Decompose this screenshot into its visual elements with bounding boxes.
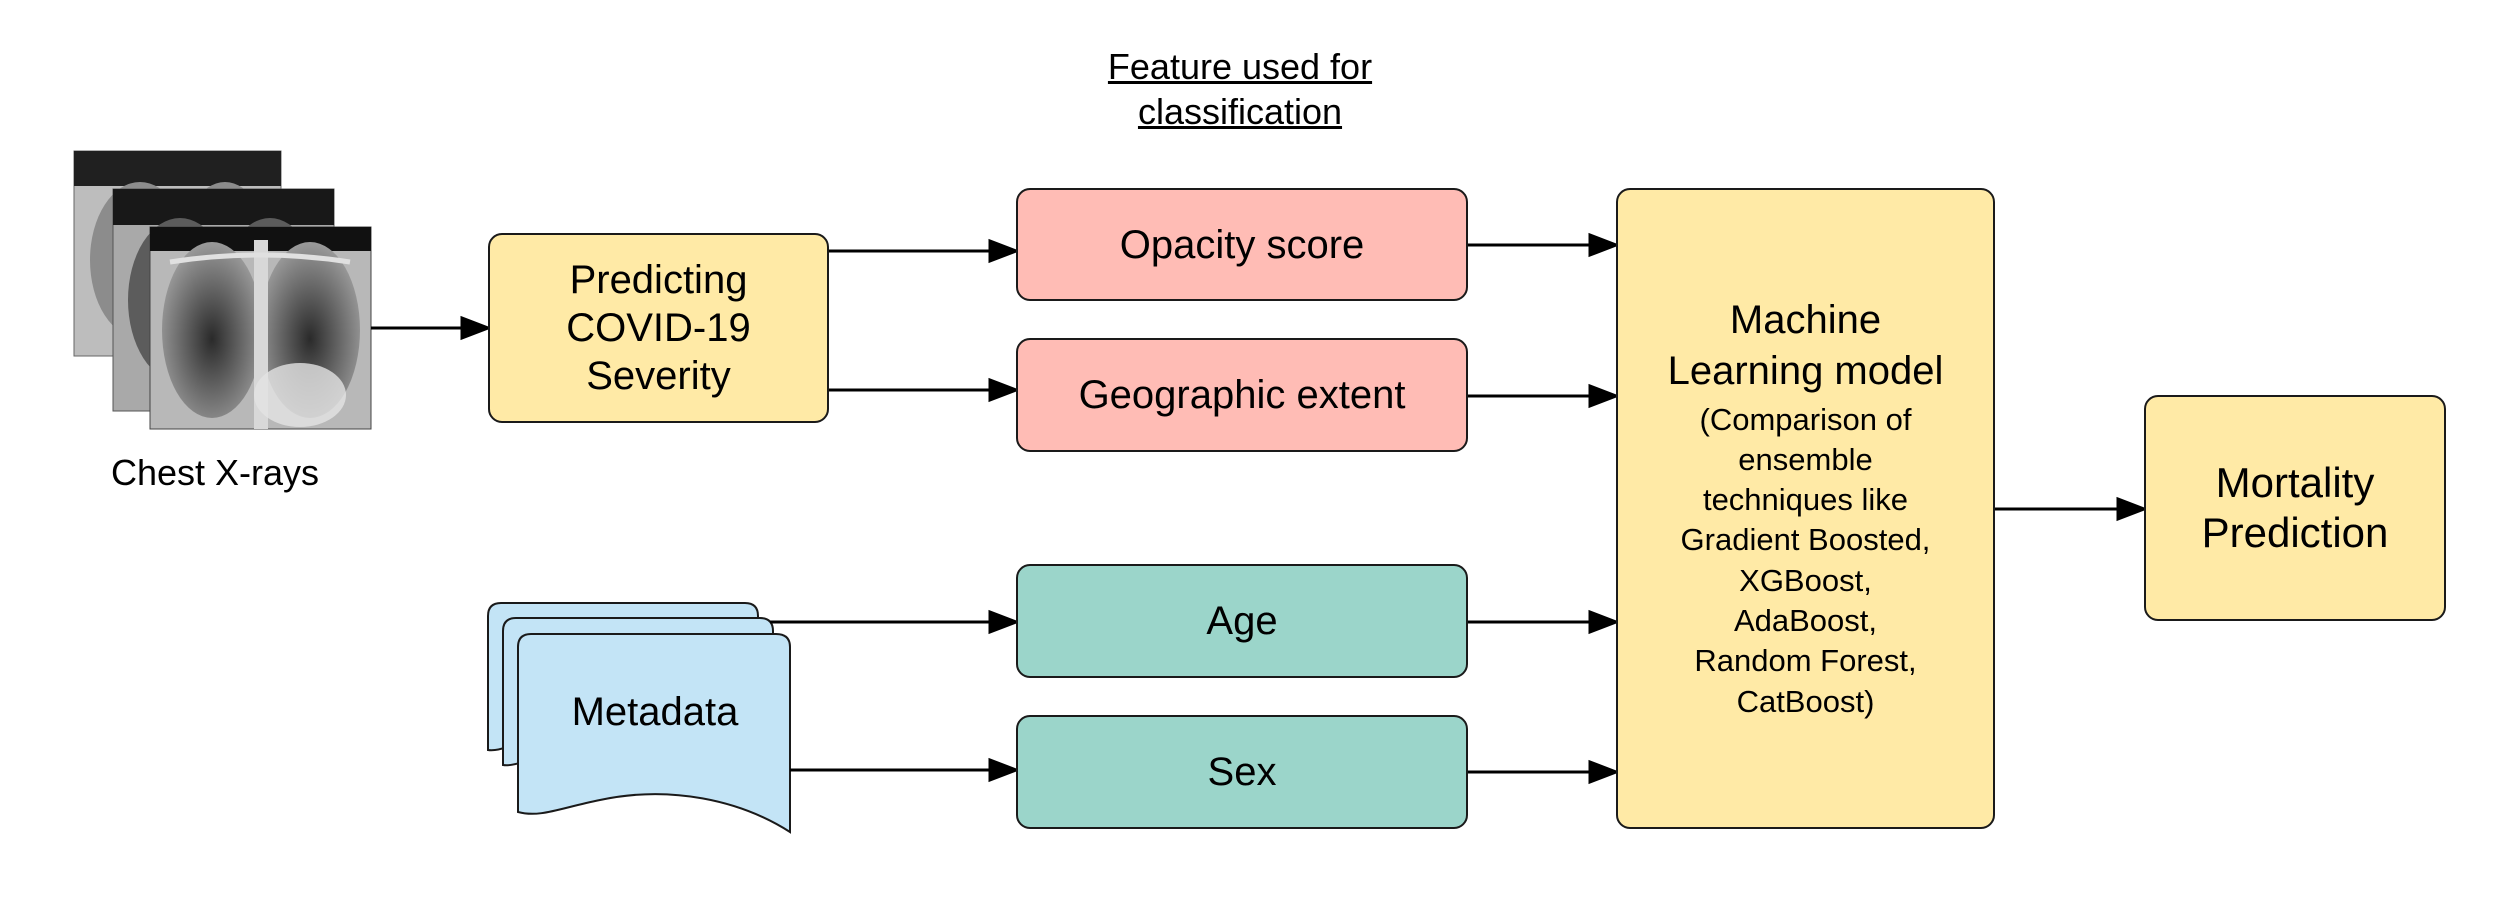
- features-header-line-1: Feature used for: [1107, 46, 1373, 87]
- xray-image-stack: [73, 150, 372, 430]
- geographic-extent-box: Geographic extent: [1016, 338, 1468, 452]
- ml-detail-line-4: Gradient Boosted,: [1680, 522, 1931, 558]
- metadata-document-stack: [487, 602, 791, 834]
- ml-detail-line-5: XGBoost,: [1739, 562, 1872, 598]
- mortality-line-2: Prediction: [2201, 509, 2389, 556]
- severity-line-3: Severity: [586, 354, 731, 398]
- ml-detail-line-6: AdaBoost,: [1733, 602, 1878, 638]
- ml-detail-text: (Comparison of ensemble techniques like …: [1681, 400, 1931, 722]
- arrows: [371, 232, 2149, 785]
- xray-image-front: [149, 226, 372, 430]
- ml-title-line-2: Learning model: [1667, 349, 1944, 394]
- features-header-line-2: classification: [1137, 91, 1343, 132]
- ml-model-box: Machine Learning model (Comparison of en…: [1616, 188, 1995, 829]
- mortality-line-1: Mortality: [2215, 458, 2375, 506]
- geographic-extent-label: Geographic extent: [1078, 373, 1406, 417]
- ml-detail-line-1: (Comparison of: [1699, 401, 1912, 437]
- xray-caption: Chest X-rays: [110, 452, 320, 493]
- sex-label: Sex: [1207, 750, 1277, 794]
- ml-detail-line-8: CatBoost): [1736, 683, 1875, 719]
- metadata-label: Metadata: [571, 690, 739, 734]
- severity-line-2: COVID-19: [566, 306, 751, 350]
- features-header: Feature used for classification: [1040, 44, 1440, 134]
- mortality-prediction-box: Mortality Prediction: [2144, 395, 2446, 621]
- ml-detail-line-2: ensemble: [1738, 441, 1873, 477]
- opacity-score-box: Opacity score: [1016, 188, 1468, 301]
- severity-prediction-box: Predicting COVID-19 Severity: [488, 233, 829, 423]
- sex-box: Sex: [1016, 715, 1468, 829]
- ml-title-line-1: Machine: [1729, 298, 1882, 343]
- severity-line-1: Predicting: [569, 258, 748, 302]
- age-box: Age: [1016, 564, 1468, 678]
- opacity-score-label: Opacity score: [1119, 222, 1365, 267]
- ml-detail-line-7: Random Forest,: [1694, 643, 1917, 679]
- ml-detail-line-3: techniques like: [1702, 482, 1909, 518]
- age-label: Age: [1206, 599, 1278, 643]
